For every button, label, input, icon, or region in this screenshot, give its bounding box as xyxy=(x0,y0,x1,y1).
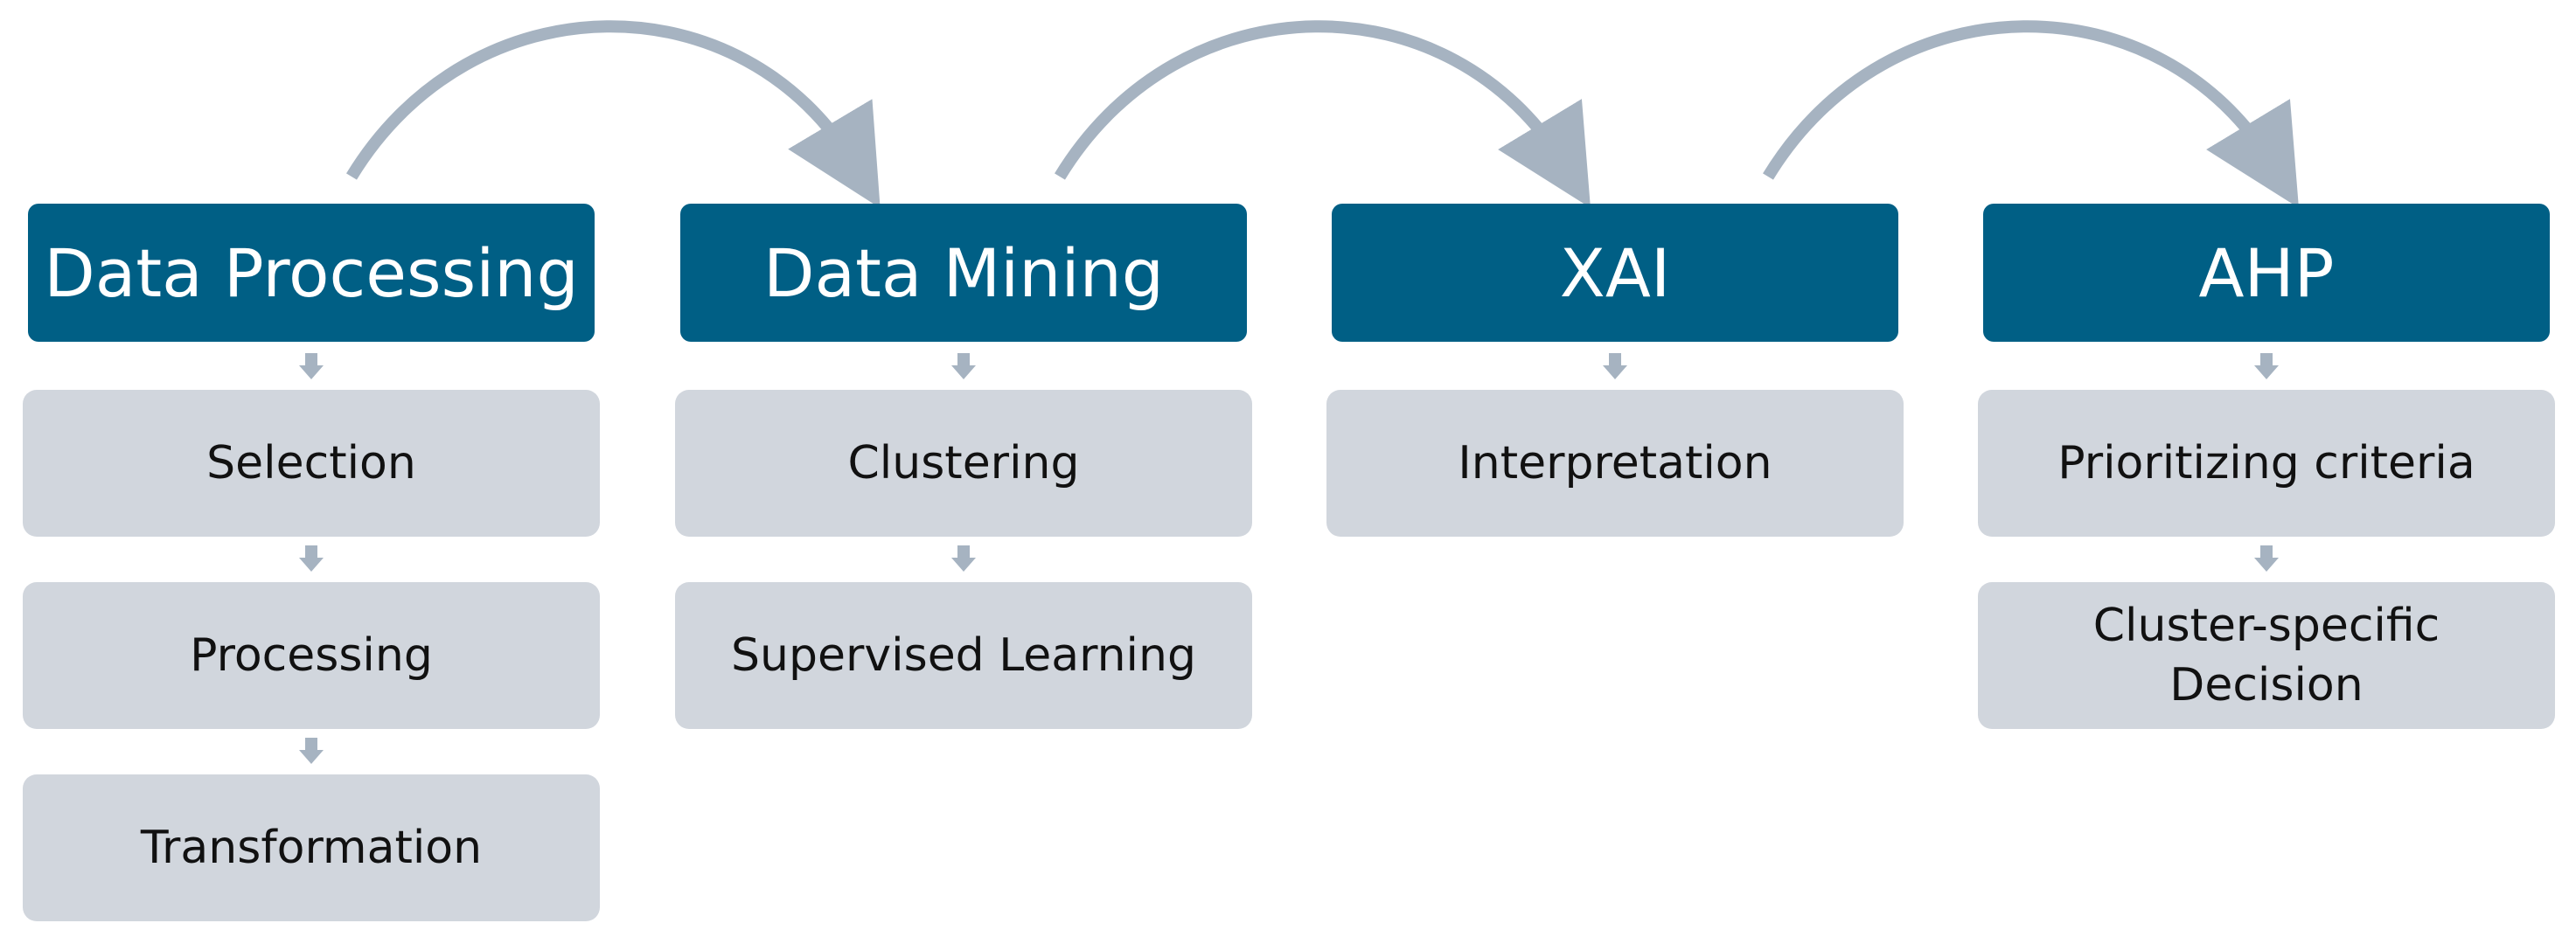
step-prioritizing-criteria: Prioritizing criteria xyxy=(1978,390,2555,537)
step-label: Clustering xyxy=(847,437,1080,489)
stage-data-mining: Data Mining Clustering Supervised Learni… xyxy=(675,0,1252,944)
stage-title-xai: XAI xyxy=(1332,204,1898,342)
curved-arrow-2-to-3 xyxy=(1055,20,1591,208)
stage-ahp: AHP Prioritizing criteria Cluster-specif… xyxy=(1978,0,2555,944)
stage-title-data-mining: Data Mining xyxy=(680,204,1247,342)
curved-arrow-3-to-4 xyxy=(1763,20,2300,208)
down-arrow-icon xyxy=(299,545,324,572)
step-clustering: Clustering xyxy=(675,390,1252,537)
step-label: Cluster-specific Decision xyxy=(2092,600,2440,711)
step-label: Supervised Learning xyxy=(731,629,1196,682)
step-label: Selection xyxy=(206,437,416,489)
step-transformation: Transformation xyxy=(23,774,600,921)
step-selection: Selection xyxy=(23,390,600,537)
stage-title-ahp: AHP xyxy=(1983,204,2550,342)
step-label: Prioritizing criteria xyxy=(2057,437,2475,489)
down-arrow-icon xyxy=(2254,545,2279,572)
down-arrow-icon xyxy=(951,545,976,572)
stage-xai: XAI Interpretation xyxy=(1326,0,1904,944)
step-processing: Processing xyxy=(23,582,600,729)
down-arrow-icon xyxy=(299,738,324,764)
stage-title-data-processing: Data Processing xyxy=(28,204,595,342)
step-label: Interpretation xyxy=(1458,437,1772,489)
stage-data-processing: Data Processing Selection Processing Tra… xyxy=(23,0,600,944)
down-arrow-icon xyxy=(2254,353,2279,379)
curved-arrow-1-to-2 xyxy=(346,20,881,209)
step-label: Transformation xyxy=(140,822,483,874)
step-label: Processing xyxy=(190,629,433,682)
step-cluster-specific-decision: Cluster-specific Decision xyxy=(1978,582,2555,729)
down-arrow-icon xyxy=(299,353,324,379)
step-supervised-learning: Supervised Learning xyxy=(675,582,1252,729)
down-arrow-icon xyxy=(1603,353,1627,379)
down-arrow-icon xyxy=(951,353,976,379)
step-interpretation: Interpretation xyxy=(1326,390,1904,537)
